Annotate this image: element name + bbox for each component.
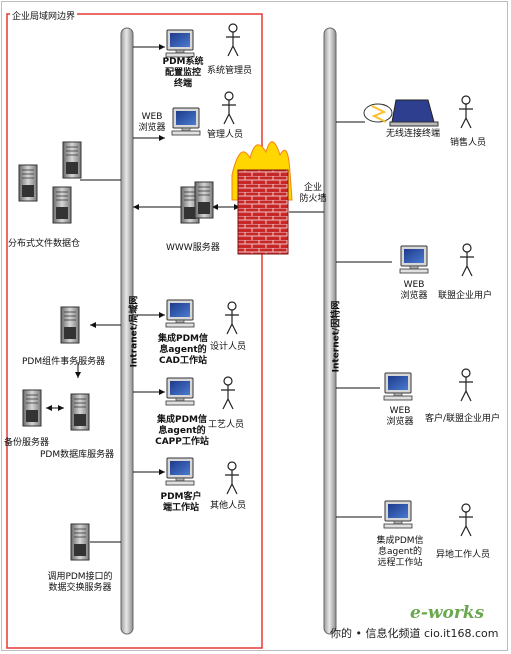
other-person-icon — [224, 461, 240, 495]
alliance-user-label: 联盟企业用户 — [438, 291, 493, 301]
remote-person-label: 异地工作人员 — [436, 550, 491, 560]
sales-person-label: 销售人员 — [450, 138, 487, 148]
designer-icon — [224, 301, 240, 335]
wireless-terminal-icon — [363, 99, 439, 127]
alliance-browser-icon — [399, 245, 429, 274]
pdm-monitor-label: PDM系统配置监控终端 — [162, 57, 204, 89]
internet-backbone — [323, 27, 337, 635]
internet-label: Internet/因特网 — [331, 300, 342, 373]
remote-station-label: 集成PDM信息agent的远程工作站 — [376, 536, 424, 568]
watermark: 你的 • 信息化频道 cio.it168.com — [330, 627, 499, 640]
other-person-label: 其他人员 — [210, 501, 247, 511]
customer-browser-icon — [383, 372, 413, 401]
data-exchange-server-icon — [70, 523, 90, 561]
internet-links — [336, 121, 392, 518]
process-person-icon — [220, 376, 236, 410]
pdm-db-server-icon — [70, 393, 90, 431]
pdm-component-server-label: PDM组件事务服务器 — [22, 357, 106, 367]
intranet-label: Intranet/局域网 — [129, 295, 140, 368]
pdm-monitor-terminal-icon — [165, 29, 195, 58]
sys-admin-icon — [225, 23, 241, 57]
admin-person-label: 管理人员 — [207, 130, 244, 140]
dfs-servers-icon — [18, 141, 82, 224]
www-server-icon — [180, 181, 214, 224]
firewall-icon — [231, 141, 293, 255]
customer-user-icon — [458, 368, 474, 402]
remote-station-icon — [383, 500, 413, 529]
process-person-label: 工艺人员 — [208, 420, 245, 430]
sys-admin-label: 系统管理员 — [207, 66, 253, 76]
pdm-client-icon — [165, 457, 195, 486]
dfs-label: 分布式文件数据仓 — [8, 239, 81, 249]
wireless-terminal-label: 无线连接终端 — [386, 129, 441, 139]
intranet-backbone — [120, 27, 134, 635]
pdm-component-server-icon — [60, 306, 80, 344]
sales-person-icon — [458, 95, 474, 129]
firewall-label: 企业防火墙 — [299, 183, 327, 204]
admin-person-icon — [221, 91, 237, 125]
link-arrows — [90, 44, 240, 475]
intranet-links — [80, 46, 324, 543]
boundary-label: 企业局域网边界 — [10, 9, 78, 22]
customer-user-label: 客户/联盟企业用户 — [425, 414, 501, 424]
backup-server-icon — [22, 389, 42, 427]
www-server-label: WWW服务器 — [166, 243, 220, 253]
alliance-user-icon — [459, 243, 475, 277]
remote-person-icon — [458, 503, 474, 537]
admin-browser-icon — [171, 107, 201, 136]
data-exchange-server-label: 调用PDM接口的数据交换服务器 — [47, 572, 113, 593]
cad-station-icon — [165, 299, 195, 328]
pdm-client-label: PDM客户端工作站 — [160, 492, 202, 513]
lan-boundary — [6, 13, 263, 649]
capp-station-icon — [165, 377, 195, 406]
pdm-db-server-label: PDM数据库服务器 — [40, 450, 115, 460]
backup-server-label: 备份服务器 — [4, 438, 50, 448]
eworks-logo: e-works — [410, 603, 485, 623]
designer-label: 设计人员 — [210, 342, 247, 352]
